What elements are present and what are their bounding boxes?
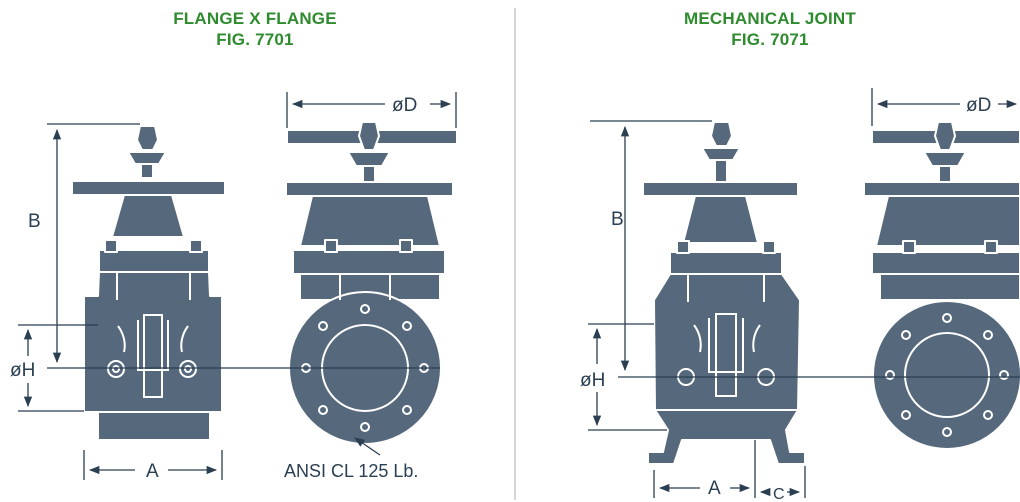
flange-dim-d: øD [392, 95, 417, 116]
mj-title-line1: MECHANICAL JOINT [684, 9, 856, 28]
mj-side-view [863, 121, 1020, 450]
flange-dimensions [18, 92, 457, 480]
flange-title-line1: FLANGE X FLANGE [173, 9, 337, 28]
mj-dim-d: øD [966, 95, 991, 116]
flange-dim-h: øH [10, 360, 35, 381]
flange-class-note: ANSI CL 125 Lb. [284, 461, 418, 481]
flange-title-line2: FIG. 7701 [216, 30, 294, 49]
flange-side-view [285, 121, 458, 445]
mj-title-line2: FIG. 7071 [731, 30, 809, 49]
mj-dim-a: A [708, 478, 721, 499]
mj-dim-b: B [611, 209, 624, 230]
flange-front-view [71, 125, 226, 441]
mj-figure-title: MECHANICAL JOINT FIG. 7071 [640, 8, 900, 50]
flange-front-details [84, 272, 222, 413]
flange-figure-title: FLANGE X FLANGE FIG. 7701 [125, 8, 385, 50]
mj-side-details [885, 313, 1009, 437]
flange-dim-b: B [28, 211, 41, 232]
mj-dimensions [588, 88, 1020, 498]
mj-dim-h: øH [580, 370, 605, 391]
mj-front-view [642, 121, 806, 465]
flange-dim-a: A [146, 461, 159, 482]
mj-dim-c: C [773, 486, 785, 502]
